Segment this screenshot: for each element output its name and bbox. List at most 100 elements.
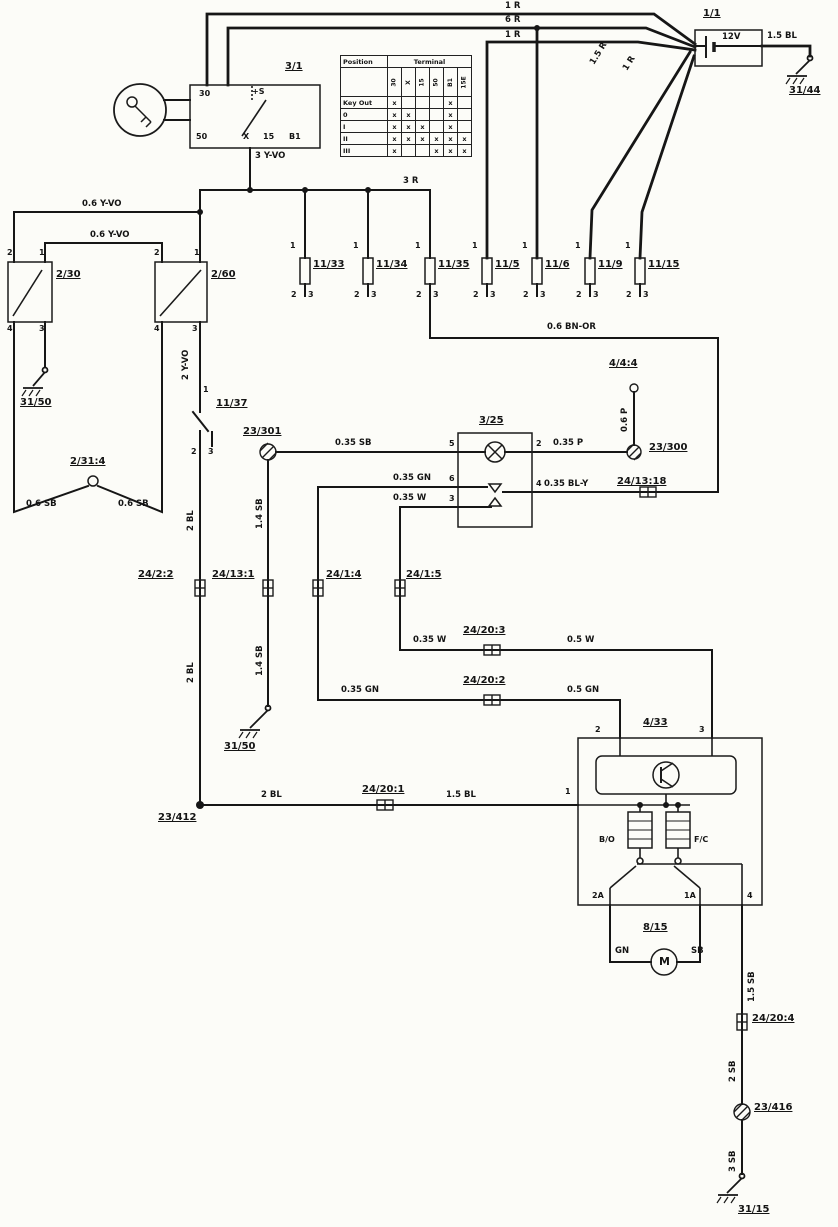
- connector-ref: 24/20:4: [752, 1013, 795, 1024]
- wire-label: 1.4 SB: [255, 498, 265, 529]
- table-row-label: Key Out: [340, 96, 388, 109]
- pin-label: 3: [192, 324, 198, 333]
- table-mark: x: [387, 96, 402, 109]
- table-mark: x: [401, 108, 416, 121]
- symbol-glyphs: [87, 83, 680, 976]
- battery-box: [694, 29, 763, 67]
- pin-label: 1: [194, 248, 200, 257]
- splice-23301-icon: [259, 443, 277, 461]
- terminal-column: 30: [390, 78, 398, 87]
- wire-label: 0.35 BL-Y: [544, 479, 589, 489]
- pin-label: +S: [252, 87, 265, 96]
- table-mark: x: [415, 120, 430, 133]
- relay-260-contact: [159, 269, 202, 317]
- relay-ref: 2/30: [56, 269, 81, 280]
- wire-label: SB: [691, 946, 704, 956]
- pin-label: 3: [449, 494, 455, 503]
- table-row-label: III: [340, 144, 388, 157]
- coil-label: F/C: [694, 835, 709, 844]
- pin-label: 3: [39, 324, 45, 333]
- pin-label: 1: [415, 241, 421, 250]
- pin-label: 1: [565, 787, 571, 796]
- wire-label: 2 SB: [728, 1060, 738, 1082]
- connector-ref: 4/4:4: [609, 358, 638, 369]
- pin-label: 4: [747, 891, 753, 900]
- ground-symbols: [21, 54, 814, 1204]
- pin-label: 5: [449, 439, 455, 448]
- pin-label: 2: [473, 290, 479, 299]
- component-internals: [12, 36, 743, 905]
- connector-ref: 24/2:2: [138, 569, 174, 580]
- pin-label: 3: [433, 290, 439, 299]
- fuse-ref: 11/5: [495, 259, 520, 270]
- table-mark: x: [443, 108, 458, 121]
- table-mark: [457, 120, 472, 133]
- pin-label: 3: [540, 290, 546, 299]
- connector-ref: 24/13:18: [617, 476, 667, 487]
- table-mark: x: [387, 120, 402, 133]
- table-header: Position: [340, 55, 388, 68]
- pin-label: 2: [595, 725, 601, 734]
- table-mark: x: [401, 120, 416, 133]
- pin-label: 3: [490, 290, 496, 299]
- wire-label: 1.5 BL: [767, 31, 797, 41]
- wire-label: 1 R: [505, 30, 521, 40]
- pin-label: 2: [354, 290, 360, 299]
- table-mark: [401, 96, 416, 109]
- table-mark: [429, 120, 444, 133]
- wire-label: 1.5 BL: [446, 790, 476, 800]
- wire-label: 0.5 W: [567, 635, 595, 645]
- coil-label: B/O: [599, 835, 615, 844]
- table-mark: x: [443, 120, 458, 133]
- fuse-116: [531, 257, 543, 285]
- pin-label: 3: [643, 290, 649, 299]
- fuse-1134: [362, 257, 374, 285]
- fuse-ref: 11/9: [598, 259, 623, 270]
- connector-ref: 24/20:1: [362, 784, 405, 795]
- table-mark: x: [387, 108, 402, 121]
- table-mark: x: [457, 132, 472, 145]
- pin-label: 6: [449, 474, 455, 483]
- motor-symbol: M: [659, 955, 670, 968]
- pin-label: 4: [536, 479, 542, 488]
- connector-ref: 24/13:1: [212, 569, 255, 580]
- table-mark: x: [429, 132, 444, 145]
- pin-label: 2: [626, 290, 632, 299]
- ignition-position-table: Position Terminal 30 X 15 50 B1 15E Key …: [340, 55, 472, 157]
- wire-label: 3 R: [403, 176, 419, 186]
- fuse-ref: 11/33: [313, 259, 345, 270]
- pin-label: 3: [593, 290, 599, 299]
- pin-label: 2: [191, 447, 197, 456]
- pin-label: 1: [39, 248, 45, 257]
- wire-label: 0.6 P: [620, 407, 630, 432]
- motor-icon: [650, 948, 678, 976]
- transistor-icon: [652, 761, 680, 789]
- wire-label: 3 Y-VO: [255, 151, 286, 161]
- flasher-ref: 4/33: [643, 717, 668, 728]
- wire-label: 0.6 Y-VO: [82, 199, 122, 209]
- connector-ref: 24/1:4: [326, 569, 362, 580]
- hazard-switch-box: [457, 432, 533, 528]
- table-mark: [415, 144, 430, 157]
- table-mark: [429, 96, 444, 109]
- wire-label: 2 BL: [261, 790, 282, 800]
- pin-label: 2: [416, 290, 422, 299]
- switch-ref: 11/37: [216, 398, 248, 409]
- power-feed-wires: [205, 12, 812, 260]
- ground-3144-icon: [785, 54, 814, 85]
- ignition-ref: 3/1: [285, 61, 303, 72]
- ignition-switch-box: [189, 84, 321, 149]
- pin-label: B1: [289, 132, 301, 141]
- pin-label: X: [243, 132, 250, 141]
- terminal-column: 50: [432, 78, 440, 87]
- fuse-ref: 11/15: [648, 259, 680, 270]
- splice-ref: 23/416: [754, 1102, 793, 1113]
- relay-230-contact: [12, 269, 43, 317]
- pin-label: 50: [196, 132, 208, 141]
- pin-label: 3: [699, 725, 705, 734]
- wire-label: 0.35 W: [413, 635, 447, 645]
- ground-ref: 31/15: [738, 1204, 770, 1215]
- pin-label: 3: [208, 447, 214, 456]
- fuse-ref: 11/34: [376, 259, 408, 270]
